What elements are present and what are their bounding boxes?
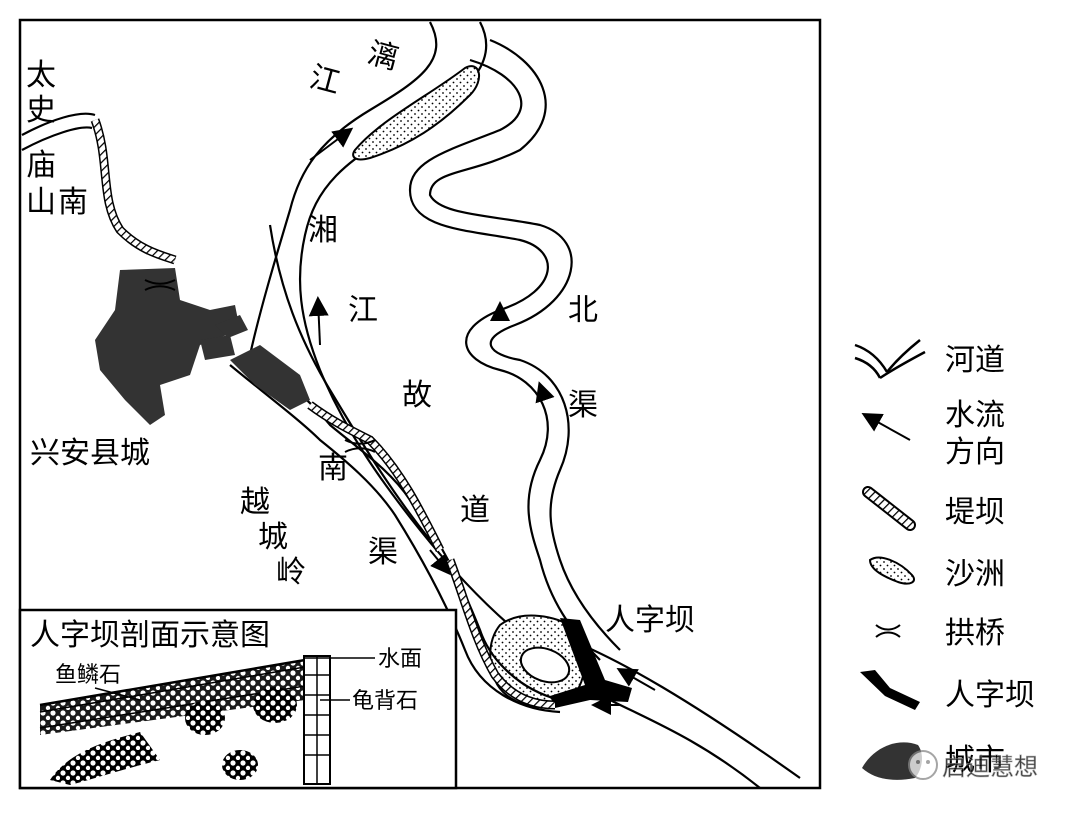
xingan-county-city: [95, 268, 310, 425]
flow-arrow-icon: [861, 413, 911, 441]
label-shan: 山: [26, 185, 56, 220]
label-cheng: 城: [258, 520, 288, 555]
north-canal: [408, 38, 621, 661]
label-nan: 南: [318, 451, 348, 486]
label-dao: 道: [460, 493, 490, 528]
label-water-surface: 水面: [378, 647, 422, 672]
label-shi: 史: [26, 93, 56, 128]
label-ling: 岭: [276, 555, 306, 590]
label-yue: 越: [240, 485, 270, 520]
legend-label-city: 城市: [945, 743, 1005, 778]
arch-bridge-icon: [875, 624, 901, 638]
map-labels: 太 史 庙 山 南 兴安县城 江 漓 湘 江 故 道 北 渠 南 渠 越 城 岭…: [26, 35, 695, 638]
inset-cross-section: 人字坝剖面示意图 水面 龟背石 鱼鳞石: [18, 608, 458, 790]
legend-label-renziba: 人字坝: [945, 678, 1035, 713]
nw-canal: [21, 112, 96, 151]
label-miao: 庙: [26, 148, 56, 183]
renziba-area: [489, 614, 632, 709]
label-xiang: 湘: [308, 213, 338, 248]
sandbar-icon: [868, 556, 916, 585]
label-qu-nan: 渠: [368, 535, 398, 570]
label-fish-scale: 鱼鳞石: [55, 663, 121, 688]
renziba-dam-icon: [860, 670, 920, 710]
city-icon: [862, 742, 922, 780]
dike-icon: [862, 486, 916, 531]
label-nan-1: 南: [58, 185, 88, 220]
legend-label-river: 河道: [945, 343, 1005, 378]
legend: 河道 水流 方向 堤坝 沙洲 拱桥 人字坝 城市: [854, 339, 1035, 780]
label-gu: 故: [402, 378, 432, 413]
river-channel-icon: [854, 339, 926, 380]
label-tai: 太: [26, 58, 56, 93]
renziba-dam: [550, 618, 632, 708]
dikes: [90, 118, 556, 710]
legend-label-sandbar: 沙洲: [945, 557, 1005, 592]
flow-arrows: [308, 127, 656, 715]
watermark: 启迪慧想: [908, 750, 1038, 781]
label-turtle-back: 龟背石: [352, 689, 418, 714]
label-county: 兴安县城: [30, 436, 150, 471]
label-bei: 北: [568, 293, 598, 328]
legend-label-bridge: 拱桥: [945, 616, 1005, 651]
sandbar-upper: [352, 65, 480, 161]
legend-label-flow-2: 方向: [945, 435, 1005, 470]
inset-title: 人字坝剖面示意图: [30, 618, 270, 653]
arch-bridges: [144, 279, 376, 453]
watermark-text: 启迪慧想: [942, 753, 1038, 781]
label-renziba: 人字坝: [605, 603, 695, 638]
legend-label-flow-1: 水流: [945, 398, 1005, 433]
label-jiang: 江: [348, 293, 378, 328]
label-qu-bei: 渠: [568, 388, 598, 423]
legend-label-dike: 堤坝: [945, 495, 1005, 530]
